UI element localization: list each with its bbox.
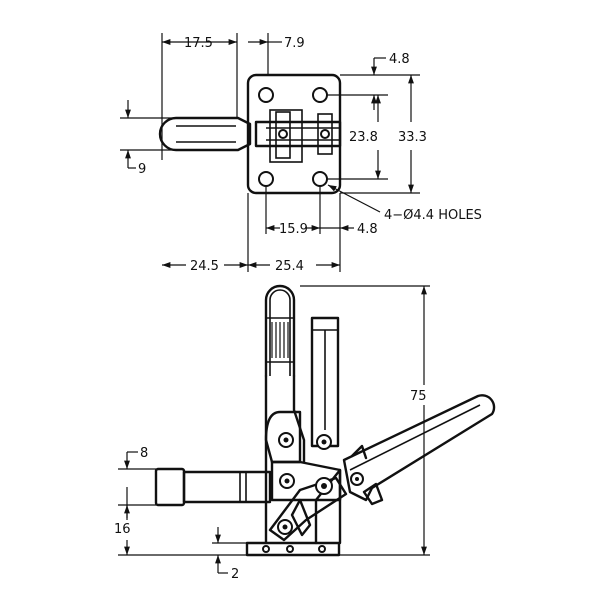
dim-hole-spacing-horizontal — [265, 186, 354, 272]
top-clamp-body — [254, 109, 342, 163]
holes-callout: 4−Ø4.4 HOLES — [384, 208, 482, 223]
dim-overall-height — [300, 285, 430, 556]
dim-label-8: 8 — [140, 446, 148, 461]
dim-base-thickness — [212, 527, 247, 574]
side-vertical-bar — [310, 316, 340, 448]
side-view: 75 8 16 2 — [114, 284, 496, 582]
dim-base-width — [162, 193, 340, 272]
dim-top-width — [161, 33, 282, 160]
side-handle — [342, 394, 496, 506]
side-links — [264, 410, 348, 542]
top-view: 17.5 7.9 4.8 23.8 33.3 — [120, 33, 482, 274]
dim-label-16: 16 — [114, 522, 131, 537]
dim-spindle-center-height — [118, 487, 247, 556]
dim-label-4-8-side: 4.8 — [357, 222, 378, 237]
dim-label-4-8-top: 4.8 — [389, 52, 410, 67]
dim-plate-height — [340, 75, 420, 194]
dim-label-17-5: 17.5 — [184, 36, 213, 51]
holes-leader — [327, 184, 381, 213]
side-upright — [264, 374, 342, 545]
dim-spindle-height — [120, 100, 172, 169]
dim-label-33-3: 33.3 — [398, 130, 427, 145]
dim-spindle-diameter — [118, 451, 156, 520]
dim-label-15-9: 15.9 — [279, 222, 308, 237]
side-spindle-arm — [154, 467, 272, 507]
dim-label-9: 9 — [138, 162, 146, 177]
dim-label-24-5: 24.5 — [190, 259, 219, 274]
dim-label-7-9: 7.9 — [284, 36, 305, 51]
mount-hole-top-left — [258, 87, 274, 103]
dim-hole-spacing-vertical — [326, 95, 388, 180]
top-spindle — [158, 116, 252, 152]
mount-hole-bottom-left — [258, 171, 274, 187]
side-pivot-pins — [277, 432, 364, 535]
dim-label-23-8: 23.8 — [349, 130, 378, 145]
side-base — [245, 541, 341, 557]
side-spindle-holder — [264, 284, 296, 378]
mount-hole-top-right — [312, 87, 328, 103]
dim-label-25-4: 25.4 — [275, 259, 304, 274]
dim-hole-offset-top — [326, 57, 420, 110]
mount-hole-bottom-right — [312, 171, 328, 187]
dim-label-75: 75 — [410, 389, 427, 404]
dim-label-2: 2 — [231, 567, 239, 582]
